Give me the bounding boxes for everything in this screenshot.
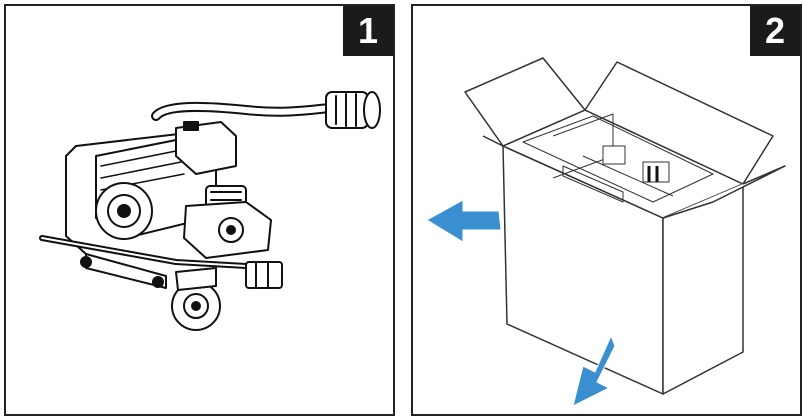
arrow-left-shape (426, 199, 502, 243)
arrow-down-icon (572, 334, 616, 407)
arrow-left-icon (426, 199, 502, 243)
generator-unit-icon (39, 91, 381, 331)
arrow-down-shape (572, 334, 616, 407)
step-2-panel: 2 (411, 4, 802, 416)
open-box-icon (464, 57, 786, 395)
step-number-badge: 1 (343, 6, 393, 56)
step-number-badge: 2 (750, 6, 800, 56)
step-1-panel: 1 (4, 4, 395, 416)
